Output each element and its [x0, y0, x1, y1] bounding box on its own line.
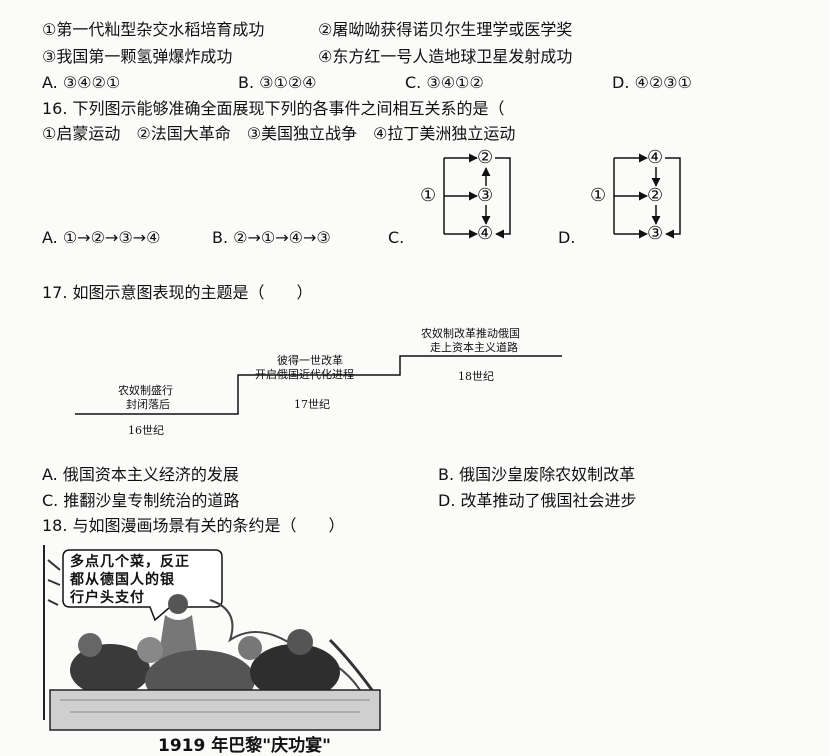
step3-text2: 走上资本主义道路 — [430, 341, 518, 354]
q15-option-b[interactable]: B. ③①②④ — [238, 73, 317, 92]
diagram-d-node-bottom: ③ — [647, 223, 664, 244]
q17-option-d[interactable]: D. 改革推动了俄国社会进步 — [438, 491, 637, 510]
step1-text2: 封闭落后 — [126, 398, 170, 411]
step1-text: 农奴制盛行 — [118, 384, 173, 397]
step3-label: 18世纪 — [458, 370, 494, 383]
q16-option-c[interactable]: C. — [388, 228, 405, 247]
diagram-c — [443, 153, 511, 239]
q17-stem: 17. 如图示意图表现的主题是（ ） — [42, 283, 313, 302]
step3-text: 农奴制改革推动俄国 — [421, 327, 520, 340]
q15-option-c[interactable]: C. ③④①② — [405, 73, 484, 92]
speech-bubble-line2: 都从德国人的银 — [70, 572, 175, 588]
step1-label: 16世纪 — [128, 424, 164, 437]
q17-option-b[interactable]: B. 俄国沙皇废除农奴制改革 — [438, 465, 636, 484]
q16-option-a[interactable]: A. ①→②→③→④ — [42, 228, 161, 247]
diagram-d-node-left: ① — [590, 185, 607, 206]
step2-label: 17世纪 — [294, 398, 330, 411]
q15-item4: ④东方红一号人造地球卫星发射成功 — [318, 47, 573, 66]
q17-option-a[interactable]: A. 俄国资本主义经济的发展 — [42, 465, 239, 484]
q15-item3: ③我国第一颗氢弹爆炸成功 — [42, 47, 233, 66]
cartoon-caption: 1919 年巴黎"庆功宴" — [158, 736, 331, 756]
q15-option-d[interactable]: D. ④②③① — [612, 73, 692, 92]
speech-bubble-line1: 多点几个菜，反正 — [70, 554, 190, 570]
diagram-d-node-mid: ② — [647, 185, 664, 206]
diagram-c-node-bottom: ④ — [477, 223, 494, 244]
q16-option-b[interactable]: B. ②→①→④→③ — [212, 228, 331, 247]
q15-option-a[interactable]: A. ③④②① — [42, 73, 121, 92]
speech-bubble-line3: 行户头支付 — [70, 590, 145, 606]
diagram-d-node-top: ④ — [647, 147, 664, 168]
q16-items: ①启蒙运动 ②法国大革命 ③美国独立战争 ④拉丁美洲独立运动 — [42, 124, 516, 143]
q15-item2: ②屠呦呦获得诺贝尔生理学或医学奖 — [318, 20, 573, 39]
step2-text2: 开启俄国近代化进程 — [255, 368, 354, 381]
step2-text: 彼得一世改革 — [277, 354, 343, 367]
diagram-c-node-top: ② — [477, 147, 494, 168]
q18-stem: 18. 与如图漫画场景有关的条约是（ ） — [42, 516, 345, 535]
diagram-c-node-left: ① — [420, 185, 437, 206]
q15-item1: ①第一代籼型杂交水稻培育成功 — [42, 20, 265, 39]
q16-stem: 16. 下列图示能够准确全面展现下列的各事件之间相互关系的是（ — [42, 99, 505, 118]
diagram-c-node-mid: ③ — [477, 185, 494, 206]
diagram-d — [613, 153, 681, 239]
q17-option-c[interactable]: C. 推翻沙皇专制统治的道路 — [42, 491, 240, 510]
q16-option-d[interactable]: D. — [558, 228, 576, 247]
